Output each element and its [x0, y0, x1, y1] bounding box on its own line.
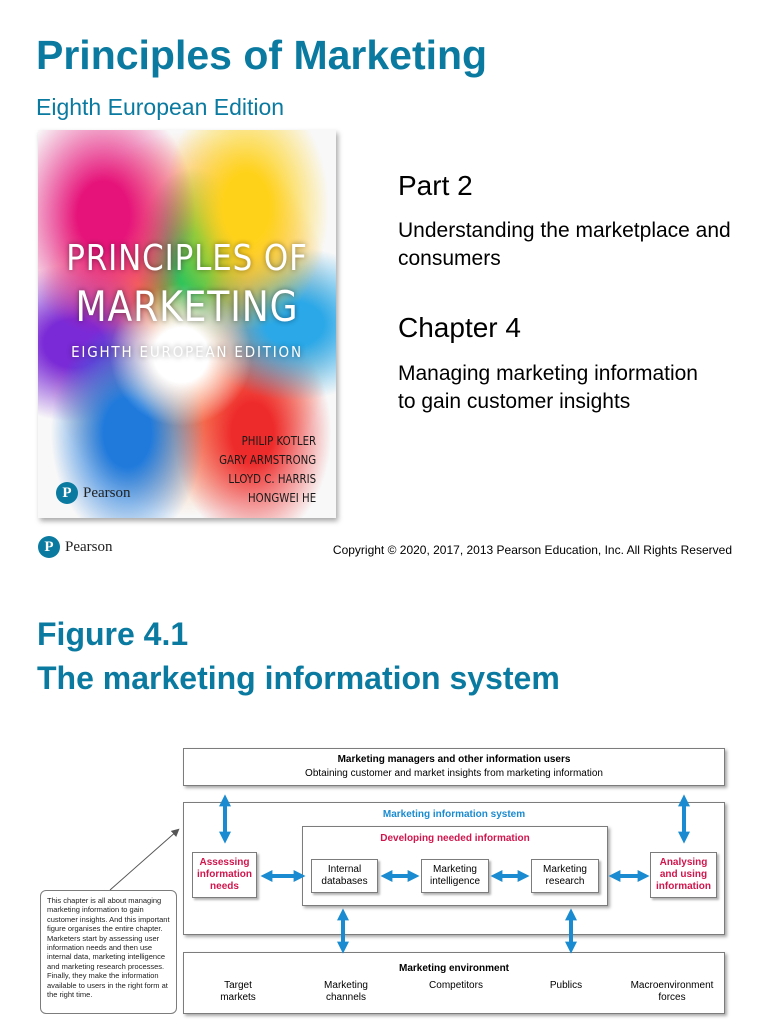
cover-edition: EIGHTH EUROPEAN EDITION [71, 343, 303, 361]
managers-subtitle: Obtaining customer and market insights f… [305, 768, 603, 779]
chapter-title: Chapter 4 [398, 312, 521, 343]
edition-subtitle: Eighth European Edition [36, 94, 285, 120]
analysing-box: Analysing and using information [650, 852, 717, 898]
figure-slide: Figure 4.1 The marketing information sys… [0, 580, 768, 1024]
env-item-target-markets: Target markets [220, 980, 256, 1003]
cover-author: LLOYD C. HARRIS [228, 472, 316, 486]
assessing-label: Assessing information needs [197, 857, 252, 892]
marketing-intelligence-box: Marketing intelligence [421, 859, 489, 893]
footer-publisher-logo: P Pearson [38, 536, 113, 558]
cover-author: GARY ARMSTRONG [218, 453, 316, 467]
env-item-macroenvironment-forces: Macroenvironment forces [630, 980, 714, 1003]
pearson-logo-icon: P [38, 536, 60, 558]
marketing-intelligence-label: Marketing intelligence [429, 864, 481, 887]
environment-box: Marketing environment [183, 952, 725, 1014]
part-title: Part 2 [398, 170, 473, 201]
part-subtitle: Understanding the marketplace and consum… [398, 219, 731, 270]
book-title: Principles of Marketing [36, 32, 488, 78]
figure-title: Figure 4.1 The marketing information sys… [37, 612, 560, 700]
explanation-note: This chapter is all about managing marke… [40, 890, 177, 1014]
cover-publisher-logo: P Pearson [56, 482, 131, 504]
cover-author: PHILIP KOTLER [241, 434, 316, 448]
cover-title-line1: PRINCIPLES OF [66, 238, 308, 279]
title-slide: Principles of Marketing Eighth European … [36, 32, 732, 558]
cover-title-line2: MARKETING [75, 282, 299, 331]
internal-databases-box: Internal databases [311, 859, 378, 893]
figure-number: Figure 4.1 [37, 616, 189, 652]
note-pointer-arrow [109, 828, 180, 891]
copyright-notice: Copyright © 2020, 2017, 2013 Pearson Edu… [332, 543, 732, 557]
environment-title: Marketing environment [398, 963, 510, 974]
managers-title: Marketing managers and other information… [337, 754, 571, 765]
internal-databases-label: Internal databases [321, 864, 368, 887]
figure-caption: The marketing information system [37, 660, 560, 696]
chapter-subtitle: Managing marketing information to gain c… [398, 362, 698, 413]
managers-box: Marketing managers and other information… [183, 748, 725, 786]
analysing-label: Analysing and using information [656, 857, 711, 892]
env-item-marketing-channels: Marketing channels [324, 980, 368, 1003]
pearson-logo-icon: P [56, 482, 78, 504]
env-item-publics: Publics [549, 980, 583, 991]
footer-publisher-name: Pearson [65, 538, 113, 555]
diagram-arrows [109, 794, 690, 954]
marketing-research-label: Marketing research [543, 864, 587, 887]
marketing-research-box: Marketing research [531, 859, 599, 893]
env-item-competitors: Competitors [429, 980, 483, 991]
cover-author: HONGWEI HE [247, 491, 316, 505]
developing-title: Developing needed information [380, 833, 530, 844]
cover-publisher-name: Pearson [83, 484, 131, 501]
cover-authors: PHILIP KOTLER GARY ARMSTRONG LLOYD C. HA… [219, 432, 316, 508]
mis-title: Marketing information system [382, 809, 526, 820]
assessing-box: Assessing information needs [192, 852, 257, 898]
book-cover-image: PRINCIPLES OF MARKETING EIGHTH EUROPEAN … [38, 130, 336, 518]
